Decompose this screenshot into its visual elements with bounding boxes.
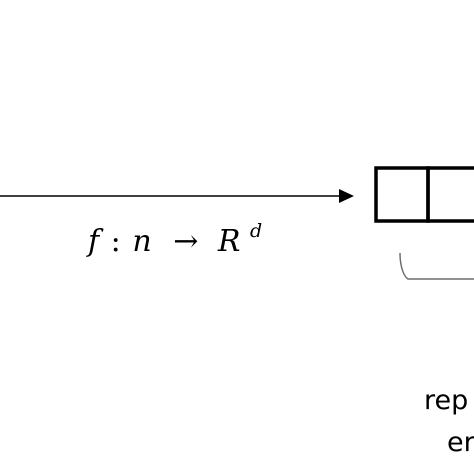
colon-symbol: : bbox=[111, 224, 121, 259]
vector-cell-1 bbox=[374, 166, 430, 223]
vector-cell-2 bbox=[426, 166, 474, 223]
domain-symbol: n bbox=[132, 224, 151, 259]
dimension-bracket bbox=[399, 252, 474, 280]
dimension-exponent: d bbox=[250, 220, 262, 242]
caption-line-2: er bbox=[447, 427, 474, 458]
mapping-arrow-head bbox=[339, 189, 354, 203]
codomain-symbol: R bbox=[217, 224, 241, 259]
mapping-formula: f : n → R d bbox=[86, 220, 262, 259]
caption-line-1: rep bbox=[424, 385, 468, 416]
embedding-vector bbox=[374, 166, 474, 223]
function-symbol: f bbox=[86, 224, 104, 259]
arrow-symbol: → bbox=[173, 224, 198, 259]
